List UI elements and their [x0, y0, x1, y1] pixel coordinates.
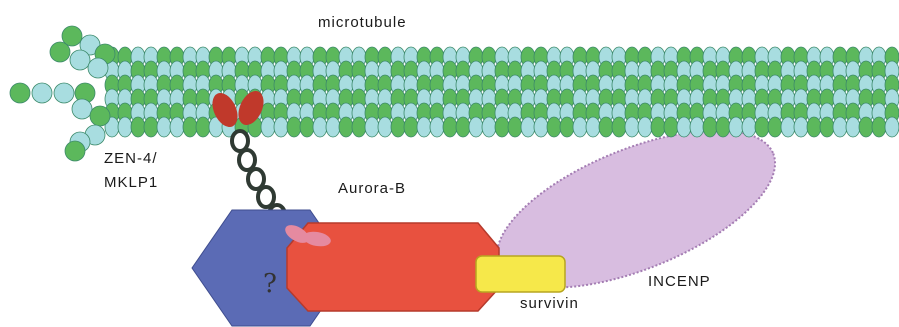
tubulin-subunit: [690, 117, 704, 137]
tubulin-subunit-frayed: [88, 58, 108, 78]
tubulin-subunit: [404, 117, 418, 137]
tubulin-subunit-frayed: [72, 99, 92, 119]
tubulin-subunit: [729, 117, 743, 137]
tubulin-subunit: [339, 117, 353, 137]
tubulin-subunit: [534, 117, 548, 137]
tubulin-subunit-frayed: [90, 106, 110, 126]
tubulin-subunit: [651, 117, 665, 137]
tubulin-subunit: [456, 117, 470, 137]
tubulin-subunit: [807, 117, 821, 137]
tubulin-subunit: [599, 117, 613, 137]
tubulin-subunit: [794, 117, 808, 137]
tubulin-subunit: [183, 117, 197, 137]
tubulin-subunit: [781, 117, 795, 137]
survivin-label: survivin: [520, 295, 579, 312]
unknown-protein-label: ?: [263, 269, 277, 299]
tubulin-subunit-frayed: [10, 83, 30, 103]
tubulin-subunit: [196, 117, 210, 137]
tubulin-subunit: [261, 117, 275, 137]
survivin-shape: [476, 256, 565, 292]
tubulin-subunit: [833, 117, 847, 137]
tubulin-subunit: [365, 117, 379, 137]
tubulin-subunit: [287, 117, 301, 137]
zen4-label-line2: MKLP1: [104, 174, 158, 191]
tubulin-subunit: [313, 117, 327, 137]
tubulin-subunit: [573, 117, 587, 137]
tubulin-subunit-frayed: [32, 83, 52, 103]
tubulin-subunit-frayed: [65, 141, 85, 161]
tubulin-subunit: [885, 117, 899, 137]
tubulin-subunit-frayed: [70, 50, 90, 70]
tubulin-subunit: [352, 117, 366, 137]
tubulin-subunit: [560, 117, 574, 137]
tubulin-subunit-frayed: [54, 83, 74, 103]
tubulin-subunit: [547, 117, 561, 137]
tubulin-subunit: [391, 117, 405, 137]
tubulin-subunit: [482, 117, 496, 137]
tubulin-subunit: [612, 117, 626, 137]
tubulin-subunit: [443, 117, 457, 137]
tubulin-subunit: [768, 117, 782, 137]
microtubule-label: microtubule: [318, 14, 407, 31]
tubulin-subunit: [144, 117, 158, 137]
tubulin-subunit: [378, 117, 392, 137]
tubulin-subunit: [326, 117, 340, 137]
aurora-b-label: Aurora-B: [338, 180, 406, 197]
zen4-label-line1: ZEN-4/: [104, 150, 158, 167]
tubulin-subunit: [495, 117, 509, 137]
tubulin-subunit: [469, 117, 483, 137]
tubulin-subunit: [872, 117, 886, 137]
tubulin-subunit: [716, 117, 730, 137]
tubulin-subunit: [703, 117, 717, 137]
tubulin-subunit: [131, 117, 145, 137]
tubulin-subunit: [859, 117, 873, 137]
tubulin-subunit: [118, 117, 132, 137]
tubulin-subunit: [274, 117, 288, 137]
tubulin-subunit: [430, 117, 444, 137]
tubulin-subunit: [508, 117, 522, 137]
tubulin-subunit: [755, 117, 769, 137]
microtubule: [10, 26, 899, 161]
tubulin-subunit: [157, 117, 171, 137]
tubulin-subunit: [820, 117, 834, 137]
tubulin-subunit: [625, 117, 639, 137]
incenp-label: INCENP: [648, 273, 711, 290]
tubulin-subunit: [521, 117, 535, 137]
tubulin-subunit: [664, 117, 678, 137]
tubulin-subunit: [300, 117, 314, 137]
tubulin-subunit: [417, 117, 431, 137]
tubulin-subunit: [638, 117, 652, 137]
tubulin-subunit: [586, 117, 600, 137]
tubulin-subunit: [677, 117, 691, 137]
tubulin-subunit: [846, 117, 860, 137]
tubulin-subunit-frayed: [50, 42, 70, 62]
tubulin-subunit: [742, 117, 756, 137]
tubulin-subunit: [170, 117, 184, 137]
